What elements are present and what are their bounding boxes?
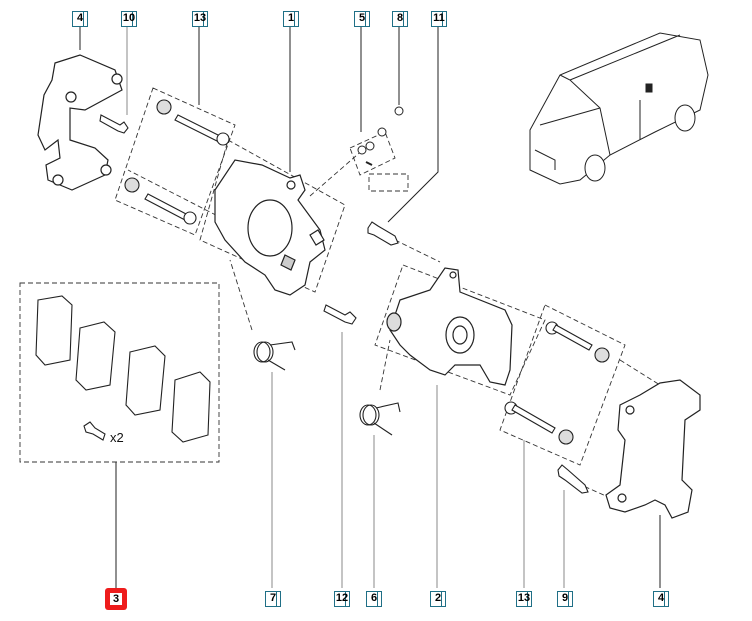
callout-4-bottom[interactable]: 4	[653, 591, 669, 607]
caliper-carrier-right	[605, 379, 701, 519]
callout-6[interactable]: 6	[366, 591, 382, 607]
bolt-9	[557, 464, 589, 494]
bleed-note-box	[368, 173, 409, 192]
guide-pin-group-box-top	[114, 87, 236, 236]
callout-3-highlighted[interactable]: 3	[105, 588, 127, 610]
callout-11[interactable]: 11	[431, 11, 447, 27]
caliper-carrier-left	[37, 54, 123, 191]
callout-9[interactable]: 9	[557, 591, 573, 607]
dash-link	[229, 259, 253, 331]
dash-link	[127, 169, 246, 231]
guide-pin-set-top	[124, 99, 230, 225]
brake-pad-3	[125, 345, 166, 416]
guide-pin-set-bottom	[504, 321, 610, 445]
van-icon	[529, 32, 709, 185]
bolt-12	[323, 304, 357, 325]
pad-kit-group-box	[19, 282, 220, 463]
callout-13-top[interactable]: 13	[192, 11, 208, 27]
callout-4-top[interactable]: 4	[72, 11, 88, 27]
callout-12[interactable]: 12	[334, 591, 350, 607]
callout-10[interactable]: 10	[121, 11, 137, 27]
dash-link	[394, 239, 441, 263]
spring-7	[253, 341, 296, 371]
pad-kit-quantity-label: x2	[110, 430, 124, 445]
caliper-left-group-box	[199, 139, 346, 293]
callout-1[interactable]: 1	[283, 11, 299, 27]
callout-5[interactable]: 5	[354, 11, 370, 27]
callout-7[interactable]: 7	[265, 591, 281, 607]
caliper-right-group-box	[374, 264, 546, 396]
brake-pad-1	[35, 295, 73, 366]
callout-2[interactable]: 2	[430, 591, 446, 607]
brake-caliper-left	[214, 159, 326, 296]
bleed-screw-group-box	[349, 131, 396, 176]
brake-pad-4	[171, 371, 211, 443]
guide-pin-group-box-bottom	[499, 304, 626, 466]
brake-pad-set	[35, 295, 211, 443]
dash-link	[379, 339, 391, 391]
brake-pad-2	[75, 321, 116, 391]
dash-link	[309, 147, 366, 197]
leader-line-11	[387, 27, 439, 223]
bolt-10	[99, 114, 129, 134]
brake-caliper-right	[386, 267, 513, 386]
bolt-11	[367, 221, 399, 246]
spring-6	[359, 402, 401, 436]
callout-13-bottom[interactable]: 13	[516, 591, 532, 607]
callout-8[interactable]: 8	[392, 11, 408, 27]
bleed-screw-set	[357, 106, 404, 166]
callout-3-label: 3	[110, 593, 122, 605]
pad-screw	[83, 421, 106, 441]
dash-link	[619, 359, 661, 386]
